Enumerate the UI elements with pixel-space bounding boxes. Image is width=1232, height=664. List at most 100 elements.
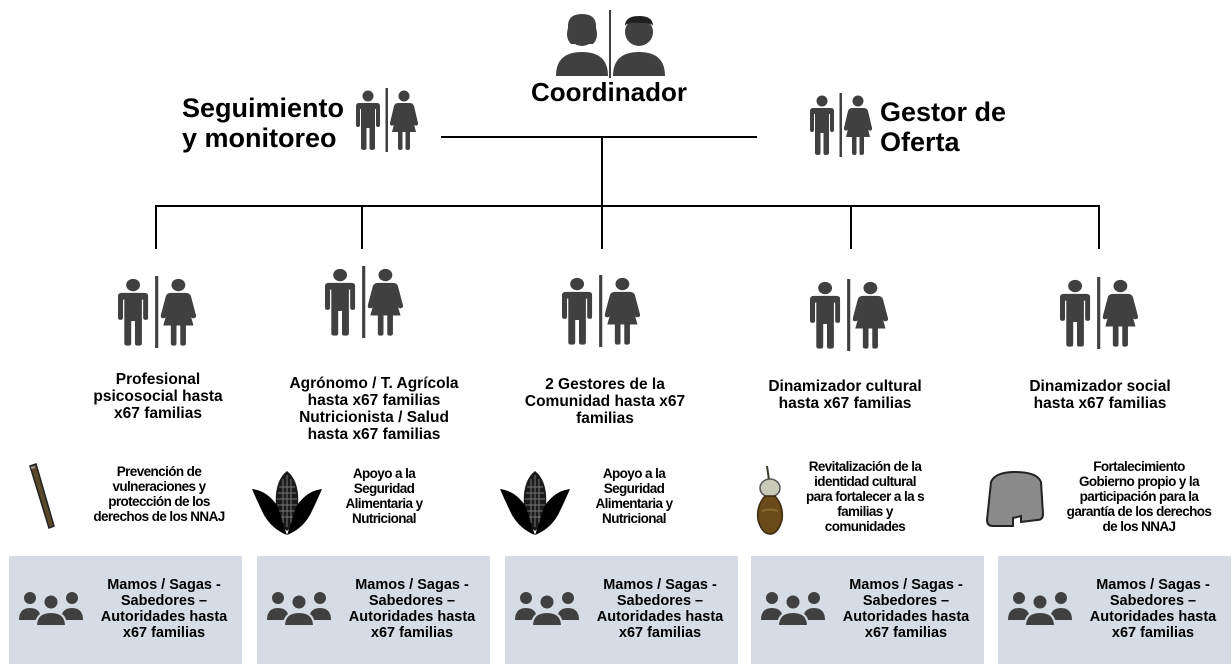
role-text-4: Dinamizador cultural hasta x67 familias <box>745 378 945 412</box>
role-text-1: Profesional psicosocial hasta x67 famili… <box>78 371 238 422</box>
task-line: Alimentaria y <box>595 496 674 511</box>
staff-icon <box>29 463 55 529</box>
box-text: Mamos / Sagas - Sabedores – Autoridades … <box>1084 577 1222 641</box>
right-role-line1: Gestor de <box>880 97 1007 127</box>
box-line: Sabedores – <box>120 593 208 609</box>
man-woman-icon <box>810 93 872 157</box>
task-line: Apoyo a la <box>352 466 416 481</box>
task-text-5: Fortalecimiento Gobierno propio y la par… <box>1050 459 1228 534</box>
task-line: derechos de los NNAJ <box>93 509 225 524</box>
task-line: Revitalización de la <box>808 459 922 474</box>
box-line: Mamos / Sagas - <box>603 577 717 593</box>
task-line: Prevención de <box>116 464 202 479</box>
task-line: Seguridad <box>603 481 665 496</box>
role-text-5: Dinamizador social hasta x67 familias <box>1000 378 1200 412</box>
task-line: comunidades <box>824 519 906 534</box>
task-line: para fortalecer a la s <box>805 489 925 504</box>
box-line: Mamos / Sagas - <box>1096 577 1210 593</box>
group-icon <box>761 586 825 626</box>
box-line: Mamos / Sagas - <box>849 577 963 593</box>
box-line: Sabedores – <box>1109 593 1197 609</box>
man-woman-icon <box>356 88 418 152</box>
role-line: x67 familias <box>114 405 202 422</box>
branch-drop-3 <box>601 205 603 249</box>
branch-drop-2 <box>361 205 363 249</box>
box-line: x67 familias <box>864 625 948 641</box>
branch-horizontal-line <box>155 205 1100 207</box>
task-line: participación para la <box>1079 489 1199 504</box>
group-icon <box>1008 586 1072 626</box>
two-people-icon <box>556 10 665 78</box>
task-line: Alimentaria y <box>345 496 424 511</box>
right-role-line2: Oferta <box>880 127 960 157</box>
box-line: Autoridades hasta <box>100 609 228 625</box>
man-woman-icon <box>1060 277 1138 349</box>
role-line: Agrónomo / T. Agrícola <box>289 375 459 392</box>
corn-icon <box>500 467 570 537</box>
branch-drop-1 <box>155 205 157 249</box>
box-text: Mamos / Sagas - Sabedores – Autoridades … <box>591 577 729 641</box>
task-line: familias y <box>837 504 893 519</box>
coordinator-label: Coordinador <box>531 77 687 107</box>
group-icon <box>267 586 331 626</box>
task-line: identidad cultural <box>814 474 916 489</box>
poporo-icon <box>756 466 784 535</box>
task-text-3: Apoyo a la Seguridad Alimentaria y Nutri… <box>576 466 692 526</box>
box-line: x67 familias <box>618 625 702 641</box>
role-line: Dinamizador cultural <box>768 378 922 395</box>
role-line: Comunidad hasta x67 <box>524 393 686 410</box>
man-woman-icon <box>118 276 196 348</box>
man-woman-icon <box>810 279 888 351</box>
box-line: Mamos / Sagas - <box>355 577 469 593</box>
role-line: hasta x67 familias <box>307 392 441 409</box>
right-role-label: Gestor de Oferta <box>880 97 1050 157</box>
box-line: Sabedores – <box>616 593 704 609</box>
role-line: Nutricionista / Salud <box>299 409 449 426</box>
task-line: garantía de los derechos <box>1066 504 1212 519</box>
task-line: Gobierno propio y la <box>1078 474 1200 489</box>
role-line: hasta x67 familias <box>1033 395 1167 412</box>
group-icon <box>515 586 579 626</box>
left-role-label: Seguimiento y monitoreo <box>182 93 352 153</box>
task-line: Fortalecimiento <box>1093 459 1185 474</box>
role-line: hasta x67 familias <box>307 426 441 443</box>
top-horizontal-line <box>441 136 757 138</box>
task-line: Nutricional <box>602 511 667 526</box>
group-icon <box>19 586 83 626</box>
authorities-box-4: Mamos / Sagas - Sabedores – Autoridades … <box>751 556 984 664</box>
task-line: protección de los <box>108 494 210 509</box>
box-line: Autoridades hasta <box>596 609 724 625</box>
box-line: Autoridades hasta <box>348 609 476 625</box>
task-line: Apoyo a la <box>602 466 666 481</box>
box-line: x67 familias <box>1111 625 1195 641</box>
box-line: Sabedores – <box>368 593 456 609</box>
box-line: x67 familias <box>370 625 454 641</box>
corn-icon <box>252 467 322 537</box>
center-vertical-line <box>601 137 603 206</box>
box-text: Mamos / Sagas - Sabedores – Autoridades … <box>837 577 975 641</box>
role-line: 2 Gestores de la <box>545 376 665 393</box>
task-line: Seguridad <box>353 481 415 496</box>
man-woman-icon <box>562 275 640 347</box>
role-line: hasta x67 familias <box>778 395 912 412</box>
role-line: psicosocial hasta <box>93 388 223 405</box>
branch-drop-5 <box>1098 205 1100 249</box>
box-text: Mamos / Sagas - Sabedores – Autoridades … <box>95 577 233 641</box>
task-line: Nutricional <box>352 511 417 526</box>
box-line: x67 familias <box>122 625 206 641</box>
task-text-2: Apoyo a la Seguridad Alimentaria y Nutri… <box>326 466 442 526</box>
role-text-2: Agrónomo / T. Agrícola hasta x67 familia… <box>268 375 480 443</box>
left-role-line1: Seguimiento <box>182 93 345 123</box>
authorities-box-3: Mamos / Sagas - Sabedores – Autoridades … <box>505 556 738 664</box>
role-text-3: 2 Gestores de la Comunidad hasta x67 fam… <box>505 376 705 427</box>
box-line: Autoridades hasta <box>842 609 970 625</box>
role-line: Profesional <box>115 371 201 388</box>
box-line: Sabedores – <box>862 593 950 609</box>
box-line: Autoridades hasta <box>1089 609 1217 625</box>
left-role-line2: y monitoreo <box>182 123 337 153</box>
hat-icon <box>985 470 1045 527</box>
role-line: Dinamizador social <box>1029 378 1171 395</box>
authorities-box-5: Mamos / Sagas - Sabedores – Autoridades … <box>998 556 1231 664</box>
man-woman-icon <box>325 266 403 338</box>
task-text-4: Revitalización de la identidad cultural … <box>790 459 940 534</box>
